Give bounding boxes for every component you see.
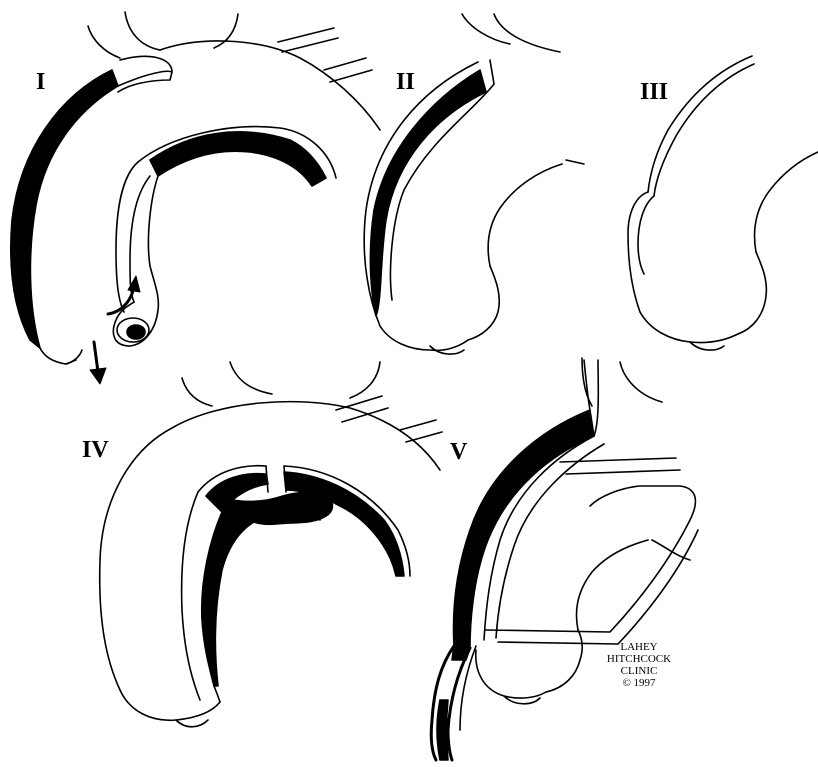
panel-i-tear-lumen (127, 325, 145, 339)
panel-v-descending-mid (448, 648, 470, 760)
credit-line-3: CLINIC (596, 665, 682, 677)
panel-iii-root-right (738, 252, 766, 334)
credit-line-2: HITCHCOCK (596, 653, 682, 665)
panel-i-vessel-4 (278, 28, 338, 52)
panel-iii-inner-bulge (638, 196, 654, 274)
panel-i-to-iv-arrowhead (90, 368, 106, 384)
panel-v-root (476, 650, 546, 698)
panel-ii-drawing (364, 14, 584, 354)
panel-iv-arch-outer (172, 402, 440, 470)
panel-i-vessel-2 (125, 12, 160, 50)
panel-iv-inner-root (214, 686, 220, 702)
panel-iv-drawing (100, 362, 442, 727)
panel-v-false-lumen (454, 410, 594, 648)
credit-line-4: © 1997 (596, 677, 682, 689)
panel-iii-ventricle (755, 152, 818, 252)
panel-iv-entry-tear (266, 466, 286, 492)
panel-label-iv: IV (82, 438, 109, 462)
panel-ii-root (380, 326, 468, 350)
panel-iv-dissection-flap (232, 492, 332, 524)
panel-iv-inner-ascending (182, 492, 200, 700)
panel-i-root-tip (66, 350, 82, 364)
panel-iv-vessel-2 (230, 362, 272, 394)
panel-v-root-right (546, 630, 582, 692)
panel-ii-ventricle (488, 164, 562, 266)
panel-iv-root (120, 690, 220, 720)
panel-v-descending-lumen (437, 700, 448, 760)
panel-iv-vessel-1 (182, 378, 212, 406)
panel-v-graft-inner (498, 530, 698, 644)
panel-v-graft-outer (486, 486, 695, 632)
panel-iv-vessel-3 (336, 396, 388, 422)
panel-iii-root (640, 312, 738, 343)
panel-i-drawing (11, 12, 380, 384)
panel-i-vessel-1 (88, 26, 120, 58)
panel-ii-vessel-2 (494, 14, 560, 52)
panel-label-iii: III (640, 80, 668, 104)
panel-label-ii: II (396, 70, 415, 94)
panel-iii-outer-wall (648, 56, 752, 192)
panel-iii-valve (690, 342, 724, 350)
panel-iii-inner-wall (654, 64, 754, 196)
credit-block: LAHEY HITCHCOCK CLINIC © 1997 (596, 641, 682, 689)
panel-iv-false-lumen-left (202, 500, 320, 686)
panel-label-i: I (36, 70, 45, 94)
panel-iv-false-lumen-right (284, 472, 404, 576)
panel-ii-false-lumen (370, 70, 486, 316)
panel-i-false-lumen-ascending (11, 70, 118, 348)
panel-v-vessel-2 (620, 362, 662, 402)
panel-iv-vessel-4 (350, 362, 380, 398)
panel-v-ventricle (577, 540, 648, 630)
panel-v-branch-graft (560, 458, 680, 474)
credit-line-1: LAHEY (596, 641, 682, 653)
panel-ii-root-right (468, 266, 499, 340)
panel-i-vessel-3 (214, 14, 238, 48)
panel-ii-tick (566, 160, 584, 164)
panel-iv-vessel-5 (400, 420, 442, 442)
panel-i-arch-top (120, 56, 172, 72)
panel-label-v: V (450, 440, 467, 464)
panel-i-arch-outer (160, 41, 380, 130)
panel-v-junction (452, 646, 470, 660)
panel-iv-ascending-outer (100, 428, 172, 690)
panel-v-branch-right (594, 360, 598, 436)
panel-iv-valve (176, 720, 208, 727)
panel-v-drawing (431, 358, 698, 760)
panel-i-to-iv-arrow (94, 342, 98, 372)
panel-ii-vessel-1 (462, 14, 510, 44)
panel-i-intima (118, 71, 172, 92)
